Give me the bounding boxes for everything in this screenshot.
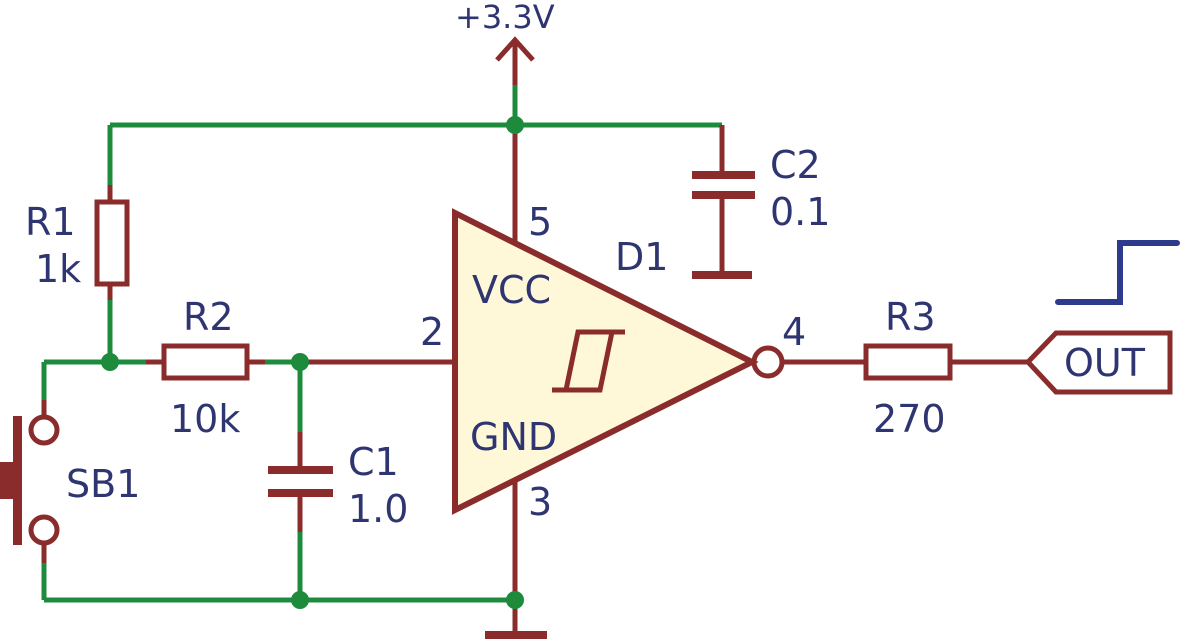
junction: [101, 353, 119, 371]
vcc-label: VCC: [472, 268, 551, 312]
supply-arrow-icon: [495, 36, 535, 85]
junction: [506, 116, 524, 134]
pushbutton-sb1: [0, 362, 60, 600]
junction: [506, 591, 524, 609]
r3-value: 270: [873, 397, 946, 441]
c1-value: 1.0: [348, 487, 408, 531]
capacitor-c1: [268, 362, 333, 600]
junction: [291, 353, 309, 371]
r1-value: 1k: [35, 247, 81, 291]
resistor-r2: [146, 343, 265, 381]
schmitt-trigger-icon: [552, 329, 625, 393]
pin-5-label: 5: [528, 200, 552, 244]
junction: [291, 591, 309, 609]
step-waveform-icon: [1055, 240, 1180, 305]
c2-ref: C2: [770, 143, 821, 187]
supply-label: +3.3V: [455, 0, 555, 36]
output-port: [1024, 330, 1173, 395]
gnd-label: GND: [470, 415, 557, 459]
sb1-ref: SB1: [66, 462, 140, 506]
pin-3-label: 3: [528, 480, 552, 524]
resistor-r1: [94, 125, 130, 362]
r1-ref: R1: [25, 200, 76, 244]
resistor-r3: [863, 343, 953, 381]
r2-value: 10k: [170, 397, 240, 441]
r2-ref: R2: [183, 295, 234, 339]
c1-ref: C1: [348, 440, 399, 484]
pin-2-label: 2: [420, 310, 444, 354]
output-port-label: OUT: [1064, 341, 1146, 385]
pin-4-label: 4: [782, 310, 806, 354]
c2-value: 0.1: [770, 190, 830, 234]
d1-ref: D1: [615, 235, 668, 279]
r3-ref: R3: [885, 295, 936, 339]
capacitor-c2: [692, 125, 755, 279]
